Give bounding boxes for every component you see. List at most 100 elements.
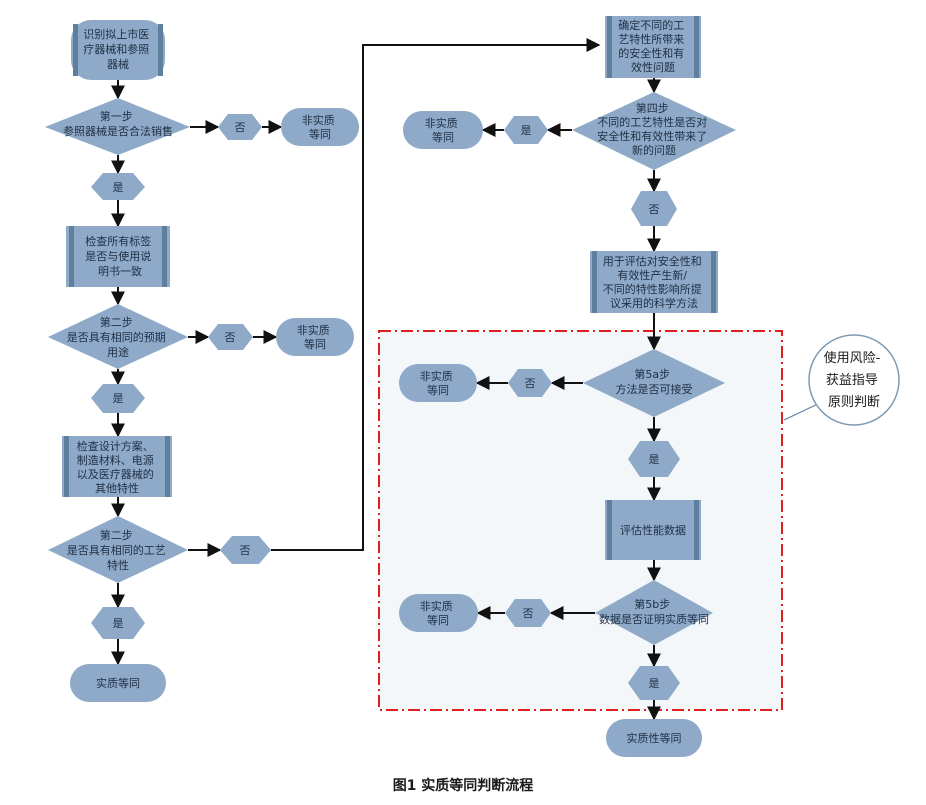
check-design-line-2: 制造材料、电源 [77,453,154,467]
step4-line-2: 不同的工艺特性是否对 [597,115,707,129]
svg-text:检查设计方案、 制造材料、电源 以及: 检查设计方案、 制造材料、电源 以及医疗器械的 其他特性 [77,439,158,495]
check-design-line-3: 以及医疗器械的 [77,467,154,481]
step4-terminal-line-1: 非实质 [425,116,458,130]
step2-tech-no-label: 否 [220,536,271,564]
callout-line-1: 使用风险- [824,350,881,366]
step2-intended-use-decision: 第二步 是否具有相同的预期 用途 [48,304,188,369]
svg-text:非实质 等同: 非实质 等同 [297,323,334,351]
step4-terminal-line-2: 等同 [432,130,454,144]
check-design-line-1: 检查设计方案、 [77,439,154,453]
svg-text:第四步 不同的工艺特性是否对 安全性: 第四步 不同的工艺特性是否对 安全性和有效性带来了 新的问题 [597,101,711,157]
svg-text:检查所有标签 是否与使用说 明书一致: 检查所有标签 是否与使用说 明书一致 [85,234,155,278]
svg-text:第5b步 数据是否证明实质等同: 第5b步 数据是否证明实质等同 [599,597,709,626]
callout-line-2: 获益指导 [826,373,878,388]
evaluate-performance-data-process: 评估性能数据 [605,500,701,560]
svg-text:是: 是 [649,677,660,690]
step2-terminal-line-2: 等同 [304,337,326,351]
figure-caption: 图1 实质等同判断流程 [393,777,534,794]
svg-text:用于评估对安全性和 有效性产生新/: 用于评估对安全性和 有效性产生新/ 不同的特性影响所提 议采用的科学方法 [603,254,706,310]
step2-tech-characteristics-decision: 第二步 是否具有相同的工艺 特性 [48,516,188,583]
step1-terminal-line-2: 等同 [309,127,331,141]
svg-text:是: 是 [113,617,124,630]
methods-line-1: 用于评估对安全性和 [603,254,702,268]
svg-text:第5a步 方法是否可接受: 第5a步 方法是否可接受 [616,367,693,396]
check-labels-line-1: 检查所有标签 [85,234,151,248]
svg-text:实质等同: 实质等同 [96,676,140,690]
determine-questions-line-1: 确定不同的工 [618,18,684,32]
svg-text:实质性等同: 实质性等同 [627,731,682,745]
step1-terminal-line-1: 非实质 [302,113,335,127]
svg-text:识别拟上市医 疗器械和参照 器械: 识别拟上市医 疗器械和参照 器械 [83,27,153,71]
step5b-line-2: 数据是否证明实质等同 [599,612,709,626]
connectors [111,38,661,721]
step5b-not-equivalent-terminal: 非实质 等同 [399,594,478,632]
step5b-line-1: 第5b步 [634,597,670,611]
svg-text:否: 否 [523,607,534,620]
step5b-decision: 第5b步 数据是否证明实质等同 [595,580,713,645]
step4-not-equivalent-terminal: 非实质 等同 [403,111,483,149]
step4-line-4: 新的问题 [632,143,676,157]
check-design-process: 检查设计方案、 制造材料、电源 以及医疗器械的 其他特性 [62,436,172,497]
step2-use-line-2: 是否具有相同的预期 [67,330,166,344]
step2-terminal-line-1: 非实质 [297,323,330,337]
step4-no-label: 否 [631,191,677,226]
step4-line-1: 第四步 [636,101,669,115]
step5a-yes-label: 是 [628,441,680,477]
svg-text:否: 否 [649,203,660,216]
svg-text:是: 是 [113,181,124,194]
step1-decision-line-2: 参照器械是否合法销售 [63,124,173,138]
svg-text:否: 否 [225,331,236,344]
svg-text:否: 否 [235,121,246,134]
methods-line-2: 有效性产生新/ [617,268,687,282]
step5b-terminal-line-2: 等同 [427,613,449,627]
step5a-no-label: 否 [508,369,552,397]
step5a-line-2: 方法是否可接受 [616,382,693,396]
edge [271,38,601,551]
scientific-methods-process: 用于评估对安全性和 有效性产生新/ 不同的特性影响所提 议采用的科学方法 [590,251,718,313]
step2-use-line-3: 用途 [107,345,129,359]
svg-text:使用风险- 获益指导 原则判断: 使用风险- 获益指导 原则判断 [824,350,885,410]
determine-questions-line-2: 艺特性所带来 [618,32,684,46]
step4-yes-label: 是 [504,116,548,144]
svg-text:是: 是 [113,392,124,405]
step4-line-3: 安全性和有效性带来了 [597,129,707,143]
svg-text:第一步 参照器械是否合法销售: 第一步 参照器械是否合法销售 [63,109,173,138]
step5b-terminal-line-1: 非实质 [420,599,453,613]
step2-no-label: 否 [208,324,253,350]
step4-decision: 第四步 不同的工艺特性是否对 安全性和有效性带来了 新的问题 [572,92,736,170]
check-design-line-4: 其他特性 [95,481,139,495]
start-node-line-2: 疗器械和参照 [83,42,149,56]
callout-line-3: 原则判断 [828,395,880,410]
step1-decision-line-1: 第一步 [100,109,133,123]
final-substantially-equivalent-terminal: 实质性等同 [606,719,702,757]
step5a-line-1: 第5a步 [634,367,670,381]
check-labels-line-2: 是否与使用说 [85,249,151,263]
svg-text:第二步 是否具有相同的工艺 特性: 第二步 是否具有相同的工艺 特性 [67,528,170,572]
svg-text:非实质 等同: 非实质 等同 [420,599,457,627]
step5a-not-equivalent-terminal: 非实质 等同 [399,364,477,402]
determine-questions-line-3: 的安全性和有 [618,46,684,60]
svg-text:非实质 等同: 非实质 等同 [425,116,462,144]
svg-text:否: 否 [525,377,536,390]
step5a-terminal-line-1: 非实质 [420,369,453,383]
determine-questions-process: 确定不同的工 艺特性所带来 的安全性和有 效性问题 [605,16,701,78]
step1-no-label: 否 [218,114,262,140]
determine-questions-line-4: 效性问题 [631,60,675,74]
start-node: 识别拟上市医 疗器械和参照 器械 [71,20,165,80]
svg-text:非实质 等同: 非实质 等同 [420,369,457,397]
substantially-equivalent-terminal: 实质等同 [70,664,166,702]
step5a-terminal-line-2: 等同 [427,383,449,397]
svg-text:否: 否 [240,544,251,557]
callout-leader [783,401,823,421]
step5a-decision: 第5a步 方法是否可接受 [583,349,725,417]
check-labels-line-3: 明书一致 [98,264,142,278]
step2-tech-line-1: 第二步 [100,528,133,542]
step1-not-equivalent-terminal: 非实质 等同 [281,108,359,146]
svg-text:确定不同的工 艺特性所带来 的安全性: 确定不同的工 艺特性所带来 的安全性和有 效性问题 [618,18,688,74]
svg-text:评估性能数据: 评估性能数据 [620,523,686,537]
svg-text:是: 是 [521,124,532,137]
step2-not-equivalent-terminal: 非实质 等同 [276,318,354,356]
step2-use-line-1: 第二步 [100,315,133,329]
check-labels-process: 检查所有标签 是否与使用说 明书一致 [66,226,170,287]
